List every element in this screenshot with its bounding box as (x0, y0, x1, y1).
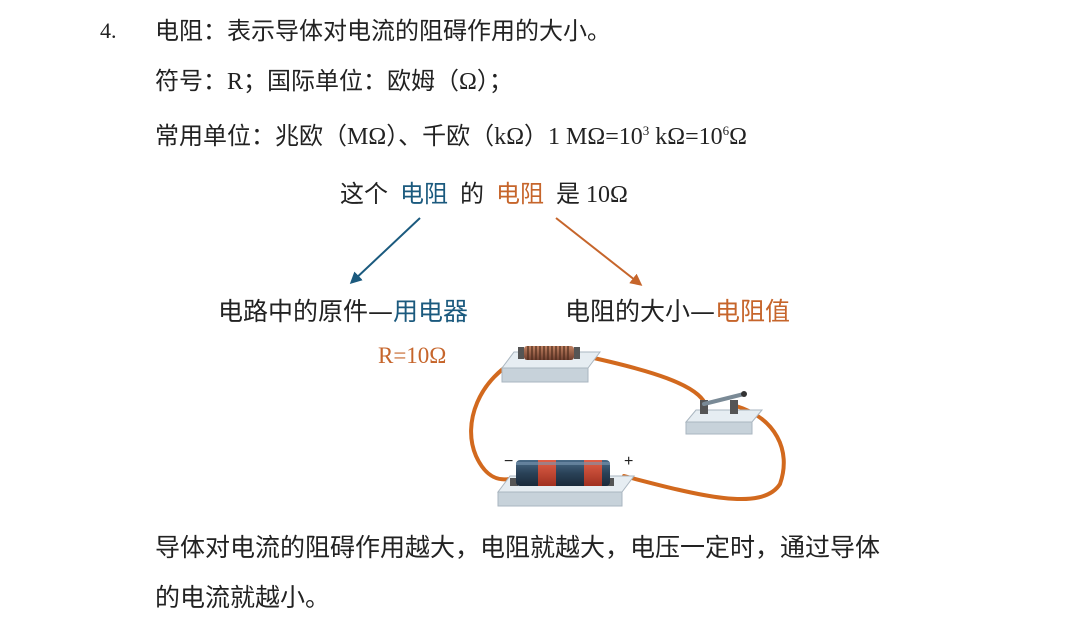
circuit-wires (469, 353, 786, 501)
demo-word-resistance-value: 电阻 (496, 180, 544, 208)
arrow-to-device (349, 217, 421, 285)
demo-value: 10Ω (586, 182, 628, 208)
body-line-1: 导体对电流的阻碍作用越大，电阻就越大，电压一定时，通过导体 (155, 533, 881, 562)
heading-title: 电阻：表示导体对电流的阻碍作用的大小。 (155, 17, 611, 45)
unit-kohm: kΩ (494, 124, 525, 150)
battery-plus: + (624, 453, 633, 470)
meaning-value: 电阻的大小—电阻值 (565, 292, 790, 328)
units-close: ） (524, 122, 549, 150)
battery-minus: − (504, 453, 513, 470)
symbol-line: 符号：R；国际单位：欧姆（Ω）； (155, 66, 513, 97)
meaning-device-highlight: 用电器 (393, 297, 469, 326)
conversion-formula: 1 MΩ=103 kΩ=106Ω (548, 123, 747, 150)
formula-part-a: 1 MΩ=10 (548, 124, 643, 150)
units-mid: ）、千欧（ (386, 122, 495, 150)
formula-part-c: Ω (729, 124, 747, 150)
symbol-suffix: ）； (476, 67, 513, 95)
demo-word-shi: 是 (556, 180, 580, 208)
demo-word-resistor-device: 电阻 (400, 180, 448, 208)
symbol-sep: ；国际单位：欧姆（ (243, 67, 460, 95)
resistor-device (501, 346, 601, 383)
exponent-3: 3 (642, 123, 650, 138)
meaning-device-text: 电路中的原件— (218, 297, 394, 326)
meaning-value-highlight: 电阻值 (715, 297, 791, 326)
demo-word-de: 的 (460, 180, 484, 208)
symbol-prefix: 符号： (155, 67, 227, 95)
arrow-to-value (555, 217, 643, 286)
units-prefix: 常用单位：兆欧（ (155, 122, 347, 150)
resistor-label: R=10Ω (378, 343, 447, 368)
unit-mohm: MΩ (347, 124, 387, 150)
formula-part-b: kΩ=10 (649, 124, 723, 150)
symbol-r: R (227, 69, 244, 95)
switch-device (684, 391, 764, 435)
symbol-unit: Ω (459, 69, 477, 95)
meaning-device: 电路中的原件—用电器 (218, 292, 468, 328)
battery-device (497, 460, 635, 507)
meaning-value-text: 电阻的大小— (565, 297, 716, 326)
item-number: 4. (100, 18, 117, 43)
demo-word-zhege: 这个 (340, 180, 388, 208)
body-line-2: 的电流就越小。 (155, 583, 331, 612)
exponent-6: 6 (722, 123, 730, 138)
units-line: 常用单位：兆欧（MΩ）、千欧（kΩ）1 MΩ=103 kΩ=106Ω (155, 116, 747, 152)
